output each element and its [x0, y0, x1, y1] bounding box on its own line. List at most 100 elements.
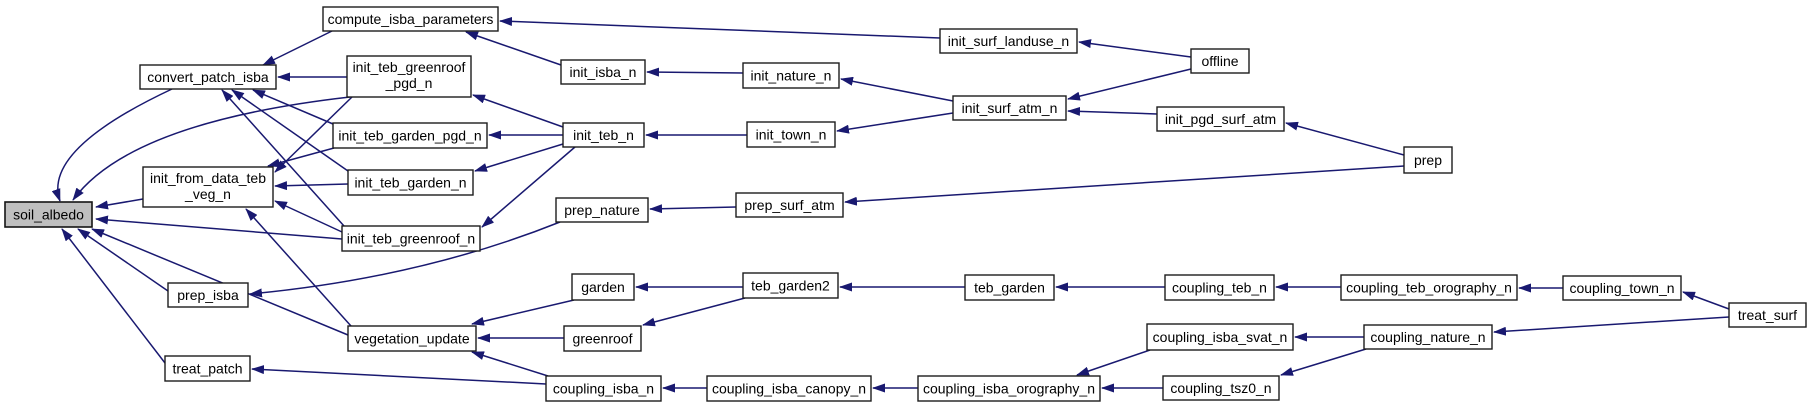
node-init_nature_n[interactable]: init_nature_n [742, 62, 840, 89]
node-treat_patch[interactable]: treat_patch [164, 355, 251, 382]
node-label: prep_surf_atm [744, 197, 834, 213]
node-box[interactable] [563, 325, 642, 352]
node-box[interactable] [939, 28, 1078, 54]
node-box[interactable] [164, 355, 251, 382]
node-garden[interactable]: garden [571, 273, 635, 301]
node-box[interactable] [735, 192, 844, 218]
node-box[interactable] [347, 325, 477, 352]
node-box[interactable] [1190, 48, 1250, 74]
edge-init_teb_garden_n-to-convert_patch_isba [231, 89, 349, 172]
edge-treat_surf-to-coupling_town_n [1682, 291, 1730, 310]
node-label: prep_nature [564, 202, 640, 218]
node-teb_garden2[interactable]: teb_garden2 [742, 272, 839, 299]
node-coupling_isba_orography_n[interactable]: coupling_isba_orography_n [917, 375, 1101, 402]
node-box[interactable] [1562, 275, 1682, 301]
node-init_town_n[interactable]: init_town_n [746, 121, 836, 148]
node-label: init_teb_greenroof_n [347, 231, 475, 247]
edge-init_surf_landuse_n-to-compute_isba_parameters [499, 16, 941, 39]
node-init_teb_n[interactable]: init_teb_n [562, 122, 645, 148]
node-box[interactable] [555, 197, 649, 223]
node-label: vegetation_update [354, 331, 469, 347]
node-soil_albedo[interactable]: soil_albedo [4, 201, 93, 228]
node-box[interactable] [1156, 106, 1285, 132]
node-treat_surf[interactable]: treat_surf [1728, 302, 1807, 328]
node-box[interactable] [142, 166, 274, 208]
node-box[interactable] [742, 62, 840, 89]
node-init_teb_greenroof_pgd_n[interactable]: init_teb_greenroof_pgd_n [346, 55, 472, 98]
node-box[interactable] [332, 122, 488, 149]
node-label: compute_isba_parameters [328, 11, 494, 27]
edge-init_teb_greenroof_n-to-convert_patch_isba [221, 89, 345, 227]
node-coupling_nature_n[interactable]: coupling_nature_n [1363, 324, 1493, 350]
node-init_surf_landuse_n[interactable]: init_surf_landuse_n [939, 28, 1078, 54]
node-box[interactable] [964, 274, 1055, 301]
node-box[interactable] [167, 282, 249, 308]
node-box[interactable] [322, 6, 499, 32]
node-teb_garden[interactable]: teb_garden [964, 274, 1055, 301]
node-init_teb_garden_n[interactable]: init_teb_garden_n [347, 169, 474, 196]
node-box[interactable] [706, 375, 872, 402]
node-prep_nature[interactable]: prep_nature [555, 197, 649, 223]
edge-init_isba_n-to-compute_isba_parameters [465, 31, 562, 66]
node-label: coupling_town_n [1569, 280, 1674, 296]
node-box[interactable] [346, 55, 472, 98]
node-init_surf_atm_n[interactable]: init_surf_atm_n [952, 95, 1067, 121]
edge-teb_garden2-to-greenroof [642, 297, 746, 327]
node-prep_surf_atm[interactable]: prep_surf_atm [735, 192, 844, 218]
edge-init_teb_n-to-init_teb_garden_n [474, 143, 564, 172]
edge-prep_isba-to-soil_albedo [77, 228, 169, 292]
node-compute_isba_parameters[interactable]: compute_isba_parameters [322, 6, 499, 32]
edge-coupling_isba_n-to-vegetation_update [471, 351, 549, 377]
edge-garden-to-vegetation_update [471, 299, 575, 326]
node-convert_patch_isba[interactable]: convert_patch_isba [139, 64, 277, 90]
node-box[interactable] [347, 169, 474, 196]
node-init_teb_garden_pgd_n[interactable]: init_teb_garden_pgd_n [332, 122, 488, 149]
node-box[interactable] [341, 225, 481, 252]
node-box[interactable] [545, 375, 662, 402]
node-coupling_isba_canopy_n[interactable]: coupling_isba_canopy_n [706, 375, 872, 402]
edge-init_teb_greenroof_pgd_n-to-soil_albedo [72, 96, 351, 201]
node-coupling_teb_n[interactable]: coupling_teb_n [1164, 274, 1275, 301]
node-coupling_tsz0_n[interactable]: coupling_tsz0_n [1162, 375, 1280, 401]
node-box[interactable] [562, 122, 645, 148]
node-label: teb_garden [974, 280, 1045, 296]
node-box[interactable] [1403, 146, 1453, 174]
node-box[interactable] [571, 273, 635, 301]
node-coupling_isba_svat_n[interactable]: coupling_isba_svat_n [1146, 323, 1294, 351]
node-box[interactable] [952, 95, 1067, 121]
node-init_teb_greenroof_n[interactable]: init_teb_greenroof_n [341, 225, 481, 252]
node-vegetation_update[interactable]: vegetation_update [347, 325, 477, 352]
node-init_isba_n[interactable]: init_isba_n [560, 59, 646, 85]
node-box[interactable] [917, 375, 1101, 402]
node-coupling_town_n[interactable]: coupling_town_n [1562, 275, 1682, 301]
node-coupling_isba_n[interactable]: coupling_isba_n [545, 375, 662, 402]
edge-prep-to-init_pgd_surf_atm [1285, 121, 1405, 156]
node-prep[interactable]: prep [1403, 146, 1453, 174]
node-coupling_teb_orography_n[interactable]: coupling_teb_orography_n [1340, 274, 1518, 301]
node-box[interactable] [742, 272, 839, 299]
node-box[interactable] [746, 121, 836, 148]
node-box[interactable] [1340, 274, 1518, 301]
node-box[interactable] [560, 59, 646, 85]
node-offline[interactable]: offline [1190, 48, 1250, 74]
node-init_pgd_surf_atm[interactable]: init_pgd_surf_atm [1156, 106, 1285, 132]
node-label: coupling_teb_orography_n [1346, 280, 1512, 296]
node-box[interactable] [1728, 302, 1807, 328]
focus-node-box[interactable] [4, 201, 93, 228]
node-label: coupling_nature_n [1370, 329, 1485, 345]
node-box[interactable] [139, 64, 277, 90]
node-label: init_nature_n [751, 68, 832, 84]
node-greenroof[interactable]: greenroof [563, 325, 642, 352]
node-label: init_teb_greenroof_pgd_n [353, 59, 466, 91]
edge-init_teb_greenroof_n-to-soil_albedo [95, 215, 343, 240]
node-box[interactable] [1164, 274, 1275, 301]
edge-coupling_isba_n-to-treat_patch [251, 365, 547, 385]
node-box[interactable] [1363, 324, 1493, 350]
node-prep_isba[interactable]: prep_isba [167, 282, 249, 308]
node-box[interactable] [1162, 375, 1280, 401]
node-init_from_data_teb_veg_n[interactable]: init_from_data_teb_veg_n [142, 166, 274, 208]
node-box[interactable] [1146, 323, 1294, 351]
node-label: coupling_teb_n [1172, 280, 1267, 296]
